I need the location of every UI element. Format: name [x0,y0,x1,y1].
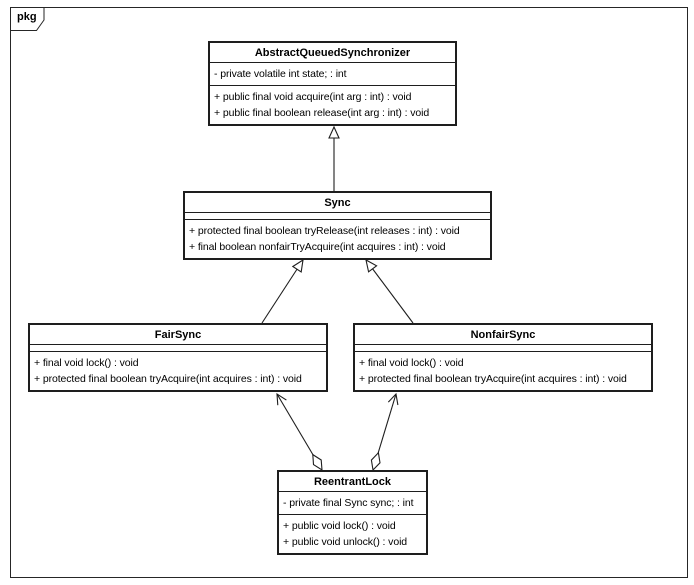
class-method: + public void lock() : void [283,520,396,532]
package-tab [10,7,50,33]
class-method: + public final boolean release(int arg :… [214,107,430,119]
class-method: + final void lock() : void [359,357,464,369]
package-tab-label: pkg [17,11,37,23]
class-title: ReentrantLock [279,472,426,492]
class-attribute: - private final Sync sync; : int [283,497,414,509]
class-sync: Sync + protected final boolean tryReleas… [183,191,492,260]
methods-compartment: + public void lock() : void + public voi… [279,515,426,553]
class-title: FairSync [30,325,326,345]
class-title: NonfairSync [355,325,651,345]
generalization-fairsync-to-sync [261,258,304,324]
class-method: + final void lock() : void [34,357,139,369]
class-method: + protected final boolean tryAcquire(int… [34,373,302,385]
class-method: + public final void acquire(int arg : in… [214,91,412,103]
class-method: + final boolean nonfairTryAcquire(int ac… [189,241,446,253]
methods-compartment: + final void lock() : void + protected f… [355,352,651,390]
attributes-compartment [185,213,490,220]
class-method: + protected final boolean tryAcquire(int… [359,373,627,385]
aggregation-diamond-fairsync [312,453,323,472]
class-title: Sync [185,193,490,213]
methods-compartment: + final void lock() : void + protected f… [30,352,326,390]
class-method: + protected final boolean tryRelease(int… [189,225,460,237]
class-attribute: - private volatile int state; : int [214,68,347,80]
methods-compartment: + public final void acquire(int arg : in… [210,86,455,124]
package-tab-shape [10,7,45,31]
attributes-compartment [30,345,326,352]
attributes-compartment: - private final Sync sync; : int [279,492,426,515]
class-method: + public void unlock() : void [283,536,408,548]
class-nonfairsync: NonfairSync + final void lock() : void +… [353,323,653,392]
class-abstractqueuedsynchronizer: AbstractQueuedSynchronizer - private vol… [208,41,457,126]
attributes-compartment: - private volatile int state; : int [210,63,455,86]
class-reentrantlock: ReentrantLock - private final Sync sync;… [277,470,428,555]
methods-compartment: + protected final boolean tryRelease(int… [185,220,490,258]
aggregation-diamond-nonfairsync [370,451,381,472]
class-title: AbstractQueuedSynchronizer [210,43,455,63]
package-frame [10,7,688,578]
class-fairsync: FairSync + final void lock() : void + pr… [28,323,328,392]
attributes-compartment [355,345,651,352]
generalization-nonfairsync-to-sync [365,258,414,324]
